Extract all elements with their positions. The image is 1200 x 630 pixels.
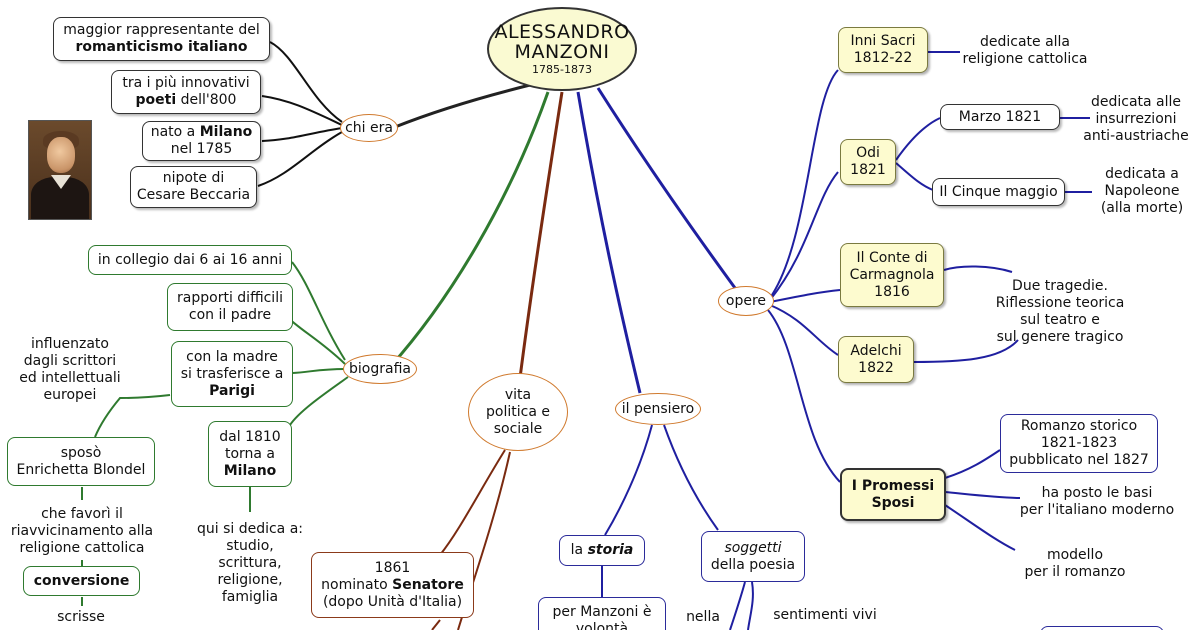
- nato-bold: Milano: [199, 124, 253, 140]
- innovativi-line2: poeti dell'800: [136, 92, 237, 109]
- basi-text: ha posto le basi per l'italiano moderno: [1019, 485, 1175, 518]
- modello-text: modello per il romanzo: [1024, 547, 1126, 580]
- links-biografia: [81, 261, 349, 606]
- vita-politica-node[interactable]: vita politica e sociale: [468, 373, 568, 451]
- romanzo-storico-text: Romanzo storico 1821-1823 pubblicato nel…: [1009, 418, 1149, 468]
- rappresentante-bold: romanticismo italiano: [75, 39, 248, 55]
- link-central-chierav: [394, 83, 531, 129]
- senatore-lines: 1861 nominato Senatore: [321, 560, 464, 594]
- madre-text: con la madre si trasferisce a: [180, 348, 284, 382]
- influenzato-text: influenzato dagli scrittori ed intellett…: [19, 336, 121, 403]
- biografia-node[interactable]: biografia: [343, 354, 417, 384]
- central-node[interactable]: ALESSANDRO MANZONI 1785-1873: [487, 7, 637, 91]
- senatore-pre: 1861 nominato: [321, 559, 411, 593]
- sentimenti-text: sentimenti vivi: [773, 607, 877, 623]
- madre-node[interactable]: con la madre si trasferisce a Parigi: [171, 341, 293, 407]
- torna-milano-bold: Milano: [223, 462, 277, 479]
- storia-node[interactable]: la storia: [559, 535, 645, 566]
- marzo-note-text: dedicata alle insurrezioni anti-austriac…: [1083, 94, 1189, 144]
- madre-bold: Parigi: [209, 382, 255, 399]
- inni-sacri-node[interactable]: Inni Sacri 1812-22: [838, 27, 928, 73]
- pensiero-node[interactable]: il pensiero: [615, 393, 701, 425]
- vita-politica-label: vita politica e sociale: [486, 386, 550, 437]
- scrisse-text: scrisse: [57, 609, 105, 625]
- pensiero-label: il pensiero: [621, 400, 695, 417]
- volonta-text: per Manzoni è volontà: [552, 604, 652, 630]
- central-title: ALESSANDRO MANZONI: [494, 20, 630, 63]
- storia-line: la storia: [571, 542, 634, 559]
- links-chi-era: [257, 41, 343, 187]
- biografia-label: biografia: [349, 360, 411, 377]
- senatore-node[interactable]: 1861 nominato Senatore (dopo Unità d'Ita…: [311, 552, 474, 618]
- link-central-vita: [518, 91, 564, 379]
- link-central-opere: [596, 87, 737, 289]
- marzo-text: Marzo 1821: [958, 108, 1042, 125]
- cinque-maggio-node[interactable]: Il Cinque maggio: [932, 178, 1065, 206]
- chi-era-label: chi era: [345, 119, 393, 136]
- opere-label: opere: [725, 292, 767, 309]
- storia-pre: la: [570, 542, 588, 558]
- links-opere: [767, 50, 1092, 551]
- manzoni-portrait: [28, 120, 92, 220]
- conversione-text: conversione: [33, 572, 130, 589]
- link-central-pensiero: [576, 91, 642, 394]
- rappresentante-text: maggior rappresentante del: [63, 22, 260, 38]
- sposo-node[interactable]: sposò Enrichetta Blondel: [7, 437, 155, 486]
- marzo-node[interactable]: Marzo 1821: [940, 104, 1060, 130]
- conversione-node[interactable]: conversione: [23, 566, 140, 596]
- torna-milano-node[interactable]: dal 1810 torna a Milano: [208, 421, 292, 487]
- odi-node[interactable]: Odi 1821: [840, 139, 896, 185]
- innovativi-node[interactable]: tra i più innovativi poeti dell'800: [111, 70, 261, 114]
- central-dates: 1785-1873: [532, 62, 592, 76]
- carmagnola-node[interactable]: Il Conte di Carmagnola 1816: [840, 243, 944, 307]
- adelchi-node[interactable]: Adelchi 1822: [838, 336, 914, 383]
- nato-pre: nato a: [150, 124, 200, 140]
- inni-sacri-text: Inni Sacri 1812-22: [850, 33, 916, 66]
- adelchi-text: Adelchi 1822: [850, 342, 902, 376]
- nipote-text: nipote di Cesare Beccaria: [136, 170, 251, 203]
- carmagnola-text: Il Conte di Carmagnola 1816: [849, 249, 935, 300]
- volonta-node[interactable]: per Manzoni è volontà: [538, 597, 666, 630]
- odi-text: Odi 1821: [850, 145, 886, 178]
- padre-text: rapporti difficili con il padre: [177, 290, 283, 323]
- senatore-bold: Senatore: [392, 576, 464, 593]
- soggetti-node[interactable]: soggetti della poesia: [701, 531, 805, 582]
- link-central-biografia: [388, 91, 550, 369]
- partial-bottom-right-node: [1040, 626, 1164, 630]
- innovativi-bold: poeti: [135, 92, 177, 108]
- promessi-sposi-text: I Promessi Sposi: [851, 477, 935, 511]
- links-pensiero: [601, 424, 754, 630]
- nipote-node[interactable]: nipote di Cesare Beccaria: [130, 166, 257, 208]
- tragedie-note-text: Due tragedie. Riflessione teorica sul te…: [995, 278, 1125, 345]
- nato-node[interactable]: nato a Milano nel 1785: [142, 121, 261, 161]
- favori-text: che favorì il riavvicinamento alla relig…: [10, 506, 154, 556]
- chi-era-node[interactable]: chi era: [340, 114, 398, 142]
- torna-milano-text: dal 1810 torna a: [219, 428, 281, 462]
- storia-italic: storia: [587, 542, 634, 558]
- collegio-node[interactable]: in collegio dai 6 ai 16 anni: [88, 245, 292, 275]
- promessi-sposi-node[interactable]: I Promessi Sposi: [840, 468, 946, 521]
- nato-line1: nato a Milano: [151, 124, 253, 141]
- soggetti-italic: soggetti: [724, 539, 782, 556]
- opere-node[interactable]: opere: [718, 286, 774, 316]
- nato-post: nel 1785: [170, 141, 233, 157]
- padre-node[interactable]: rapporti difficili con il padre: [167, 283, 293, 331]
- cinque-note-text: dedicata a Napoleone (alla morte): [1100, 166, 1184, 216]
- nella-text: nella: [686, 609, 720, 625]
- inni-note-text: dedicate alla religione cattolica: [962, 34, 1088, 67]
- collegio-text: in collegio dai 6 ai 16 anni: [97, 251, 283, 268]
- soggetti-post: della poesia: [710, 556, 796, 573]
- sposo-text: sposò Enrichetta Blondel: [16, 444, 146, 478]
- innovativi-post: dell'800: [176, 92, 237, 108]
- innovativi-text: tra i più innovativi: [122, 75, 250, 91]
- rappresentante-node[interactable]: maggior rappresentante del romanticismo …: [53, 17, 270, 61]
- senatore-post: (dopo Unità d'Italia): [322, 593, 463, 610]
- cinque-maggio-text: Il Cinque maggio: [939, 183, 1058, 200]
- dedica-text: qui si dedica a: studio, scrittura, reli…: [196, 521, 304, 605]
- romanzo-storico-node[interactable]: Romanzo storico 1821-1823 pubblicato nel…: [1000, 414, 1158, 473]
